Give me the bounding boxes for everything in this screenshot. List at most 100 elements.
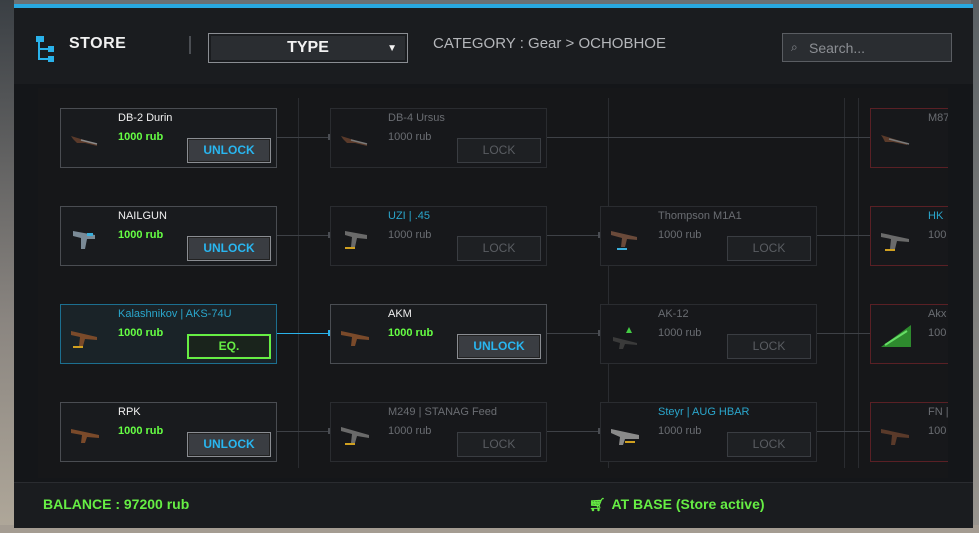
weapon-price: 1000 rub [388,327,434,339]
weapon-price: 100 [928,327,947,339]
weapon-name: FN | [928,406,948,418]
machine-gun-icon [341,427,369,445]
weapon-card[interactable]: Akx 100 [870,304,948,364]
rifle-icon [613,327,637,349]
bullpup-rifle-icon [611,429,639,445]
search-icon: ⌕ [791,40,798,54]
tree-connector [277,137,335,138]
weapon-card[interactable]: Thompson M1A1 1000 rub LOCK [600,206,817,266]
weapon-card[interactable]: DB-4 Ursus 1000 rub LOCK [330,108,547,168]
smg-icon [611,231,637,250]
weapon-price: 1000 rub [658,425,702,437]
column-divider [298,98,299,468]
header-divider [189,36,191,54]
balance-label: BALANCE : 97200 rub [43,496,190,512]
weapon-name: NAILGUN [118,210,167,222]
lock-button[interactable]: LOCK [727,236,811,261]
equipped-button[interactable]: EQ. [187,334,271,359]
weapon-name: Akx [928,308,947,320]
weapon-card[interactable]: DB-2 Durin 1000 rub UNLOCK [60,108,277,168]
weapon-name: M249 | STANAG Feed [388,406,498,418]
weapon-price: 1000 rub [388,425,432,437]
nailgun-icon [73,231,95,249]
cart-icon: 🛒︎ [589,497,606,512]
weapon-price: 1000 rub [118,327,164,339]
tree-connector [817,235,882,236]
lock-button[interactable]: LOCK [457,236,541,261]
weapon-card[interactable]: UZI | .45 1000 rub LOCK [330,206,547,266]
store-panel: STORE TYPE ▼ CATEGORY : Gear > ОСНОВНОЕ … [14,4,973,528]
column-divider [858,98,859,468]
weapon-price: 1000 rub [388,229,432,241]
weapon-name: M87 [928,112,948,124]
weapon-card[interactable]: NAILGUN 1000 rub UNLOCK [60,206,277,266]
column-divider [844,98,845,468]
weapon-price: 1000 rub [118,229,164,241]
tree-connector [277,431,335,432]
weapon-name: DB-4 Ursus [388,112,445,124]
shotgun-icon [341,136,368,146]
search-input[interactable] [809,38,947,58]
weapon-price: 100 [928,229,947,241]
weapon-card[interactable]: M249 | STANAG Feed 1000 rub LOCK [330,402,547,462]
weapon-name: Steyr | AUG HBAR [658,406,750,418]
lock-button[interactable]: LOCK [457,138,541,163]
search-box[interactable]: ⌕ [782,33,952,62]
tree-connector [547,137,882,138]
store-status: 🛒︎AT BASE (Store active) [589,496,765,513]
weapon-card[interactable]: M87 [870,108,948,168]
weapon-price: 100 [928,425,947,437]
rifle-icon [71,331,97,348]
weapon-card[interactable]: AK-12 1000 rub LOCK [600,304,817,364]
rifle-icon [881,429,909,445]
tree-connector [277,235,335,236]
weapon-card[interactable]: HK 100 [870,206,948,266]
weapon-name: Thompson M1A1 [658,210,742,222]
weapon-name: UZI | .45 [388,210,430,222]
weapon-price: 1000 rub [658,327,702,339]
rifle-icon [881,135,910,145]
weapon-card-equipped[interactable]: Kalashnikov | AKS-74U 1000 rub EQ. [60,304,277,364]
weapon-price: 1000 rub [658,229,702,241]
unlock-button[interactable]: UNLOCK [187,138,271,163]
chevron-down-icon: ▼ [387,43,397,54]
type-dropdown[interactable]: TYPE ▼ [208,33,408,63]
unlock-button[interactable]: UNLOCK [187,236,271,261]
weapon-card[interactable]: Steyr | AUG HBAR 1000 rub LOCK [600,402,817,462]
background-bottom [0,525,979,533]
unlock-button[interactable]: UNLOCK [187,432,271,457]
unlock-button[interactable]: UNLOCK [457,334,541,359]
rifle-icon [341,331,369,346]
lock-button[interactable]: LOCK [727,334,811,359]
weapon-name: AK-12 [658,308,689,320]
background-left [0,0,14,533]
weapon-card[interactable]: FN | 100 [870,402,948,462]
tree-connector [547,235,605,236]
smg-icon [345,231,367,249]
weapon-price: 1000 rub [388,131,432,143]
weapon-name: DB-2 Durin [118,112,173,124]
shotgun-icon [71,136,98,146]
tree-connector-active [277,333,335,334]
lock-button[interactable]: LOCK [457,432,541,457]
weapon-name: Kalashnikov | AKS-74U [118,308,232,320]
category-breadcrumb: CATEGORY : Gear > ОСНОВНОЕ [433,35,666,52]
weapon-name: AKM [388,308,412,320]
tree-connector [817,333,882,334]
weapon-price: 1000 rub [118,425,164,437]
weapon-name: HK [928,210,944,222]
background-right [971,0,979,533]
unlock-tree: DB-2 Durin 1000 rub UNLOCK DB-4 Ursus 10… [38,88,948,478]
weapon-card[interactable]: RPK 1000 rub UNLOCK [60,402,277,462]
type-dropdown-label: TYPE [287,39,329,56]
rifle-icon [881,325,911,347]
lock-button[interactable]: LOCK [727,432,811,457]
tree-connector [547,431,605,432]
store-header: STORE TYPE ▼ CATEGORY : Gear > ОСНОВНОЕ … [14,8,973,84]
rifle-icon [881,233,909,251]
column-divider [608,98,609,468]
tree-connector [547,333,605,334]
weapon-name: RPK [118,406,141,418]
store-logo-icon [36,36,56,64]
weapon-card[interactable]: AKM 1000 rub UNLOCK [330,304,547,364]
